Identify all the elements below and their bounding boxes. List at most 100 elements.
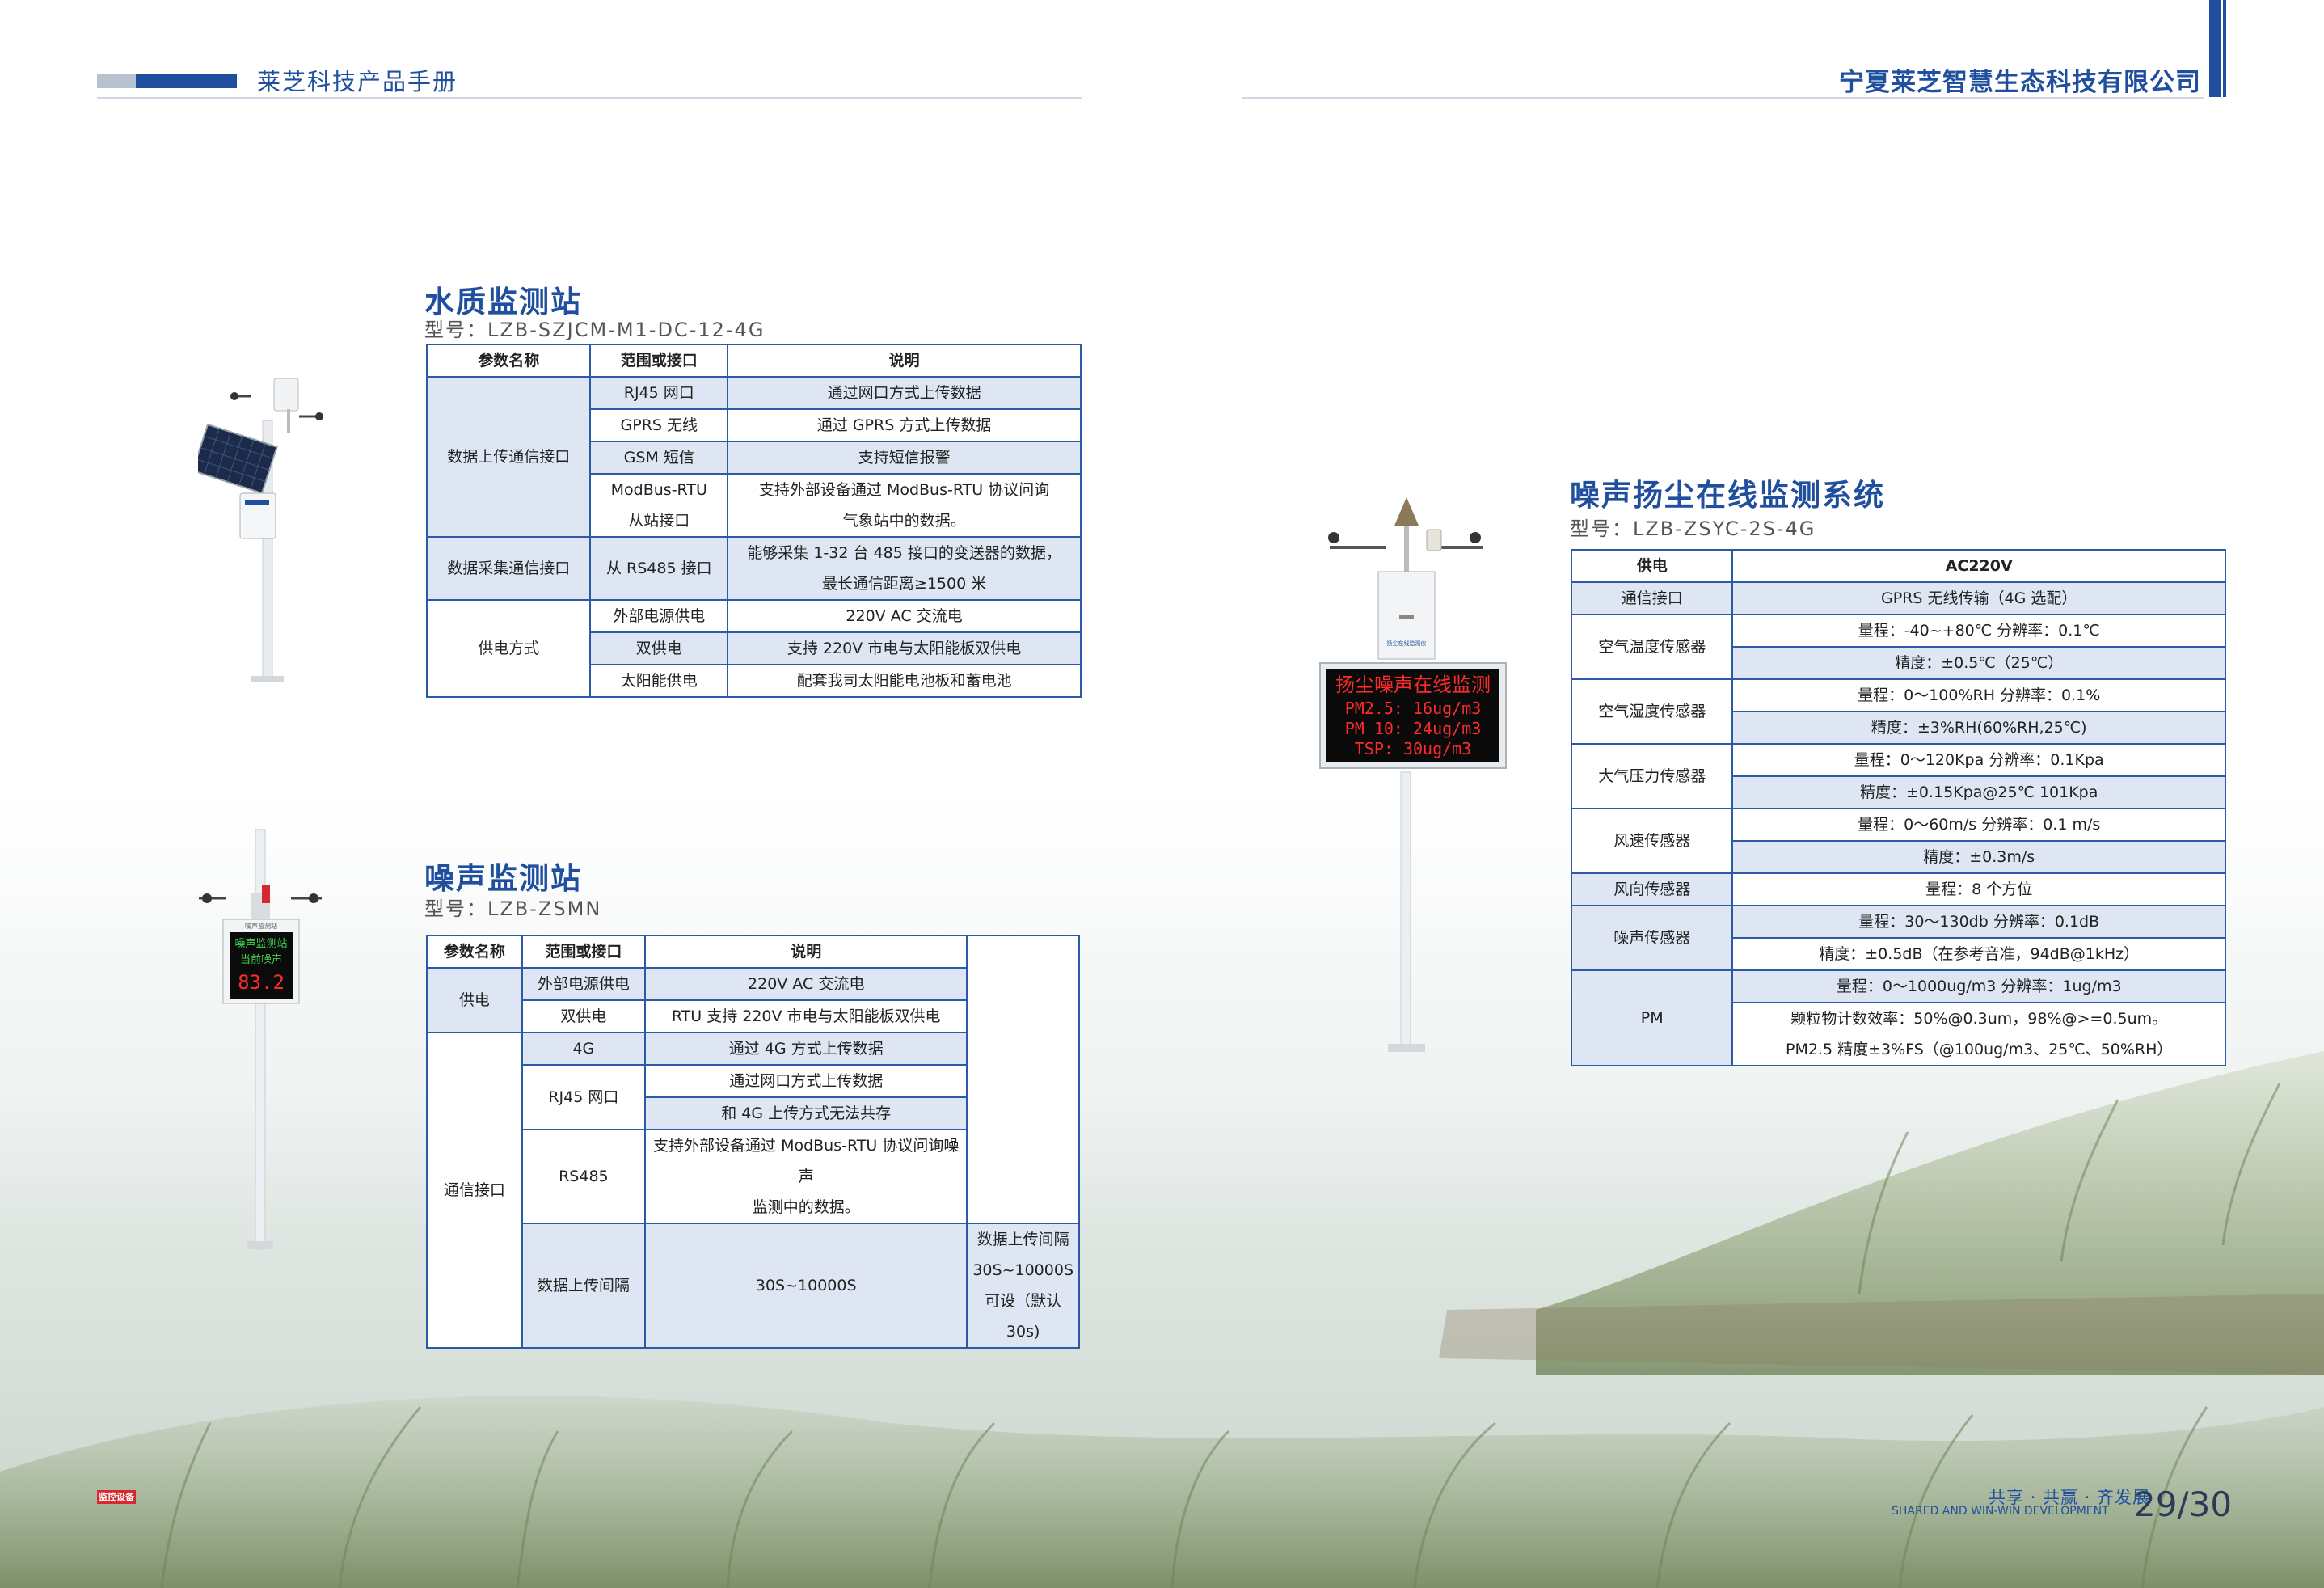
table-cell: 外部电源供电	[589, 599, 729, 633]
noise-station-product-image: 噪声监测站 噪声监测站 当前噪声 83.2	[199, 829, 322, 1250]
table-cell: 支持 220V 市电与太阳能板双供电	[727, 631, 1082, 665]
table-cell: 从站接口	[589, 505, 729, 538]
cabinet-label: 扬尘在线监测仪	[1387, 640, 1427, 647]
table-cell: 能够采集 1-32 台 485 接口的变送器的数据，	[727, 536, 1082, 568]
column-header: 说明	[644, 935, 968, 969]
table-cell: 支持短信报警	[727, 441, 1082, 475]
table-cell: 量程：0～100%RH 分辨率：0.1%	[1731, 678, 2226, 712]
dust-system-spec-table: 供电 AC220V 通信接口 GPRS 无线传输（4G 选配） 空气温度传感器 …	[1570, 549, 2226, 1066]
table-cell: 量程：0～1000ug/m3 分辨率：1ug/m3	[1731, 969, 2226, 1003]
header-edge-bar-thin	[2223, 0, 2226, 97]
table-cell: 最长通信距离≥1500 米	[727, 568, 1082, 601]
table-cell: 数据上传间隔	[521, 1223, 647, 1349]
led-line-4: TSP: 30ug/m3	[1355, 739, 1472, 758]
sensor-label: 风向传感器	[1570, 872, 1734, 906]
table-cell: 和 4G 上传方式无法共存	[644, 1096, 968, 1130]
table-cell: 量程：-40~+80℃ 分辨率：0.1℃	[1731, 614, 2226, 648]
table-cell: RS485	[521, 1129, 647, 1224]
table-cell: 精度：±0.5℃（25℃）	[1731, 646, 2226, 680]
table-cell: PM2.5 精度±3%FS（@100ug/m3、25℃、50%RH）	[1731, 1034, 2226, 1066]
footer-slogan-en: SHARED AND WIN-WIN DEVELOPMENT	[1892, 1505, 2109, 1518]
sensor-label: 大气压力传感器	[1570, 743, 1734, 809]
table-cell: 外部电源供电	[521, 967, 647, 1001]
table-cell: GPRS 无线传输（4G 选配）	[1731, 581, 2226, 615]
table-cell: RJ45 网口	[589, 376, 729, 410]
group-label: 数据采集通信接口	[425, 536, 592, 601]
sensor-label: 空气湿度传感器	[1570, 678, 1734, 745]
sensor-label: 通信接口	[1570, 581, 1734, 615]
table-cell: 量程：30～130db 分辨率：0.1dB	[1731, 905, 2226, 939]
column-header: 参数名称	[425, 344, 592, 378]
catalog-title: 莱芝科技产品手册	[257, 68, 458, 95]
column-header: AC220V	[1731, 549, 2226, 583]
noise-display-line1: 噪声监测站	[234, 938, 287, 950]
table-cell: 太阳能供电	[589, 664, 729, 698]
table-cell: 30S~10000S	[644, 1223, 968, 1349]
table-cell: 双供电	[521, 999, 647, 1033]
table-cell: 气象站中的数据。	[727, 505, 1082, 538]
table-cell: 220V AC 交流电	[727, 599, 1082, 633]
table-cell: 精度：±0.5dB（在参考音准，94dB@1kHz）	[1731, 937, 2226, 971]
table-cell: 支持外部设备通过 ModBus-RTU 协议问询	[727, 473, 1082, 505]
header-accent-blue	[136, 74, 237, 88]
noise-display-line2: 当前噪声	[240, 953, 282, 966]
noise-station-title: 噪声监测站	[424, 861, 582, 896]
table-cell: 精度：±0.3m/s	[1731, 840, 2226, 874]
category-badge: 监控设备	[97, 1490, 136, 1504]
column-header: 说明	[727, 344, 1082, 378]
table-cell: 配套我司太阳能电池板和蓄电池	[727, 664, 1082, 698]
header-divider-left	[97, 97, 1082, 99]
table-cell: 量程：0～120Kpa 分辨率：0.1Kpa	[1731, 743, 2226, 777]
table-cell: GPRS 无线	[589, 408, 729, 442]
led-line-3: PM 10: 24ug/m3	[1345, 719, 1482, 738]
column-header: 范围或接口	[589, 344, 729, 378]
column-header: 范围或接口	[521, 935, 647, 969]
water-station-product-image	[198, 378, 323, 682]
water-station-spec-table: 参数名称 范围或接口 说明 数据上传通信接口 RJ45 网口 通过网口方式上传数…	[425, 344, 1082, 698]
led-line-2: PM2.5: 16ug/m3	[1345, 699, 1482, 718]
dust-system-product-image: 扬尘在线监测仪 扬尘噪声在线监测 PM2.5: 16ug/m3 PM 10: 2…	[1319, 497, 1507, 1052]
table-cell: 从 RS485 接口	[589, 536, 729, 601]
noise-display-value: 83.2	[238, 971, 285, 994]
table-cell: 支持外部设备通过 ModBus-RTU 协议问询噪声	[644, 1129, 968, 1192]
footer-slogan: 共享 · 共赢 · 齐发展	[1989, 1488, 2151, 1507]
company-name: 宁夏莱芝智慧生态科技有限公司	[1839, 68, 2201, 97]
noise-display-top: 噪声监测站	[245, 922, 277, 930]
noise-station-spec-table: 参数名称 范围或接口 说明 供电 外部电源供电 220V AC 交流电 双供电 …	[426, 935, 1080, 1349]
header-edge-bar	[2209, 0, 2221, 97]
column-header: 供电	[1570, 549, 1734, 583]
group-label: 数据上传通信接口	[425, 376, 592, 538]
table-cell: 数据上传间隔 30S~10000S 可设（默认 30s)	[966, 1223, 1080, 1349]
column-header: 参数名称	[426, 935, 523, 969]
table-cell: ModBus-RTU	[589, 473, 729, 505]
sensor-label: 风速传感器	[1570, 808, 1734, 874]
table-cell: 精度：±0.15Kpa@25℃ 101Kpa	[1731, 775, 2226, 809]
sensor-label: PM	[1570, 969, 1734, 1066]
table-cell: 量程：0～60m/s 分辨率：0.1 m/s	[1731, 808, 2226, 842]
table-cell: 4G	[521, 1032, 647, 1066]
table-cell: 220V AC 交流电	[644, 967, 968, 1001]
dust-system-model: 型号：LZB-ZSYC-2S-4G	[1570, 517, 1816, 540]
table-cell: 通过网口方式上传数据	[644, 1064, 968, 1098]
dust-system-title: 噪声扬尘在线监测系统	[1570, 478, 1885, 513]
table-cell: 双供电	[589, 631, 729, 665]
sensor-label: 空气温度传感器	[1570, 614, 1734, 680]
table-cell: 通过 4G 方式上传数据	[644, 1032, 968, 1066]
led-line-1: 扬尘噪声在线监测	[1335, 674, 1491, 696]
page-number: 29/30	[2134, 1485, 2233, 1524]
table-cell: 精度：±3%RH(60%RH,25℃)	[1731, 711, 2226, 745]
group-label: 供电	[426, 967, 523, 1033]
group-label: 供电方式	[425, 599, 592, 698]
header-accent-grey	[97, 74, 136, 88]
group-label: 通信接口	[426, 1032, 523, 1349]
sensor-label: 噪声传感器	[1570, 905, 1734, 971]
table-cell: 通过网口方式上传数据	[727, 376, 1082, 410]
table-cell: RTU 支持 220V 市电与太阳能板双供电	[644, 999, 968, 1033]
table-cell: 颗粒物计数效率：50%@0.3um，98%@>=0.5um。	[1731, 1002, 2226, 1034]
table-cell: 量程：8 个方位	[1731, 872, 2226, 906]
water-station-title: 水质监测站	[424, 285, 582, 319]
table-cell: RJ45 网口	[521, 1064, 647, 1130]
table-cell: 监测中的数据。	[644, 1192, 968, 1224]
table-cell: GSM 短信	[589, 441, 729, 475]
water-station-model: 型号：LZB-SZJCM-M1-DC-12-4G	[424, 319, 766, 341]
